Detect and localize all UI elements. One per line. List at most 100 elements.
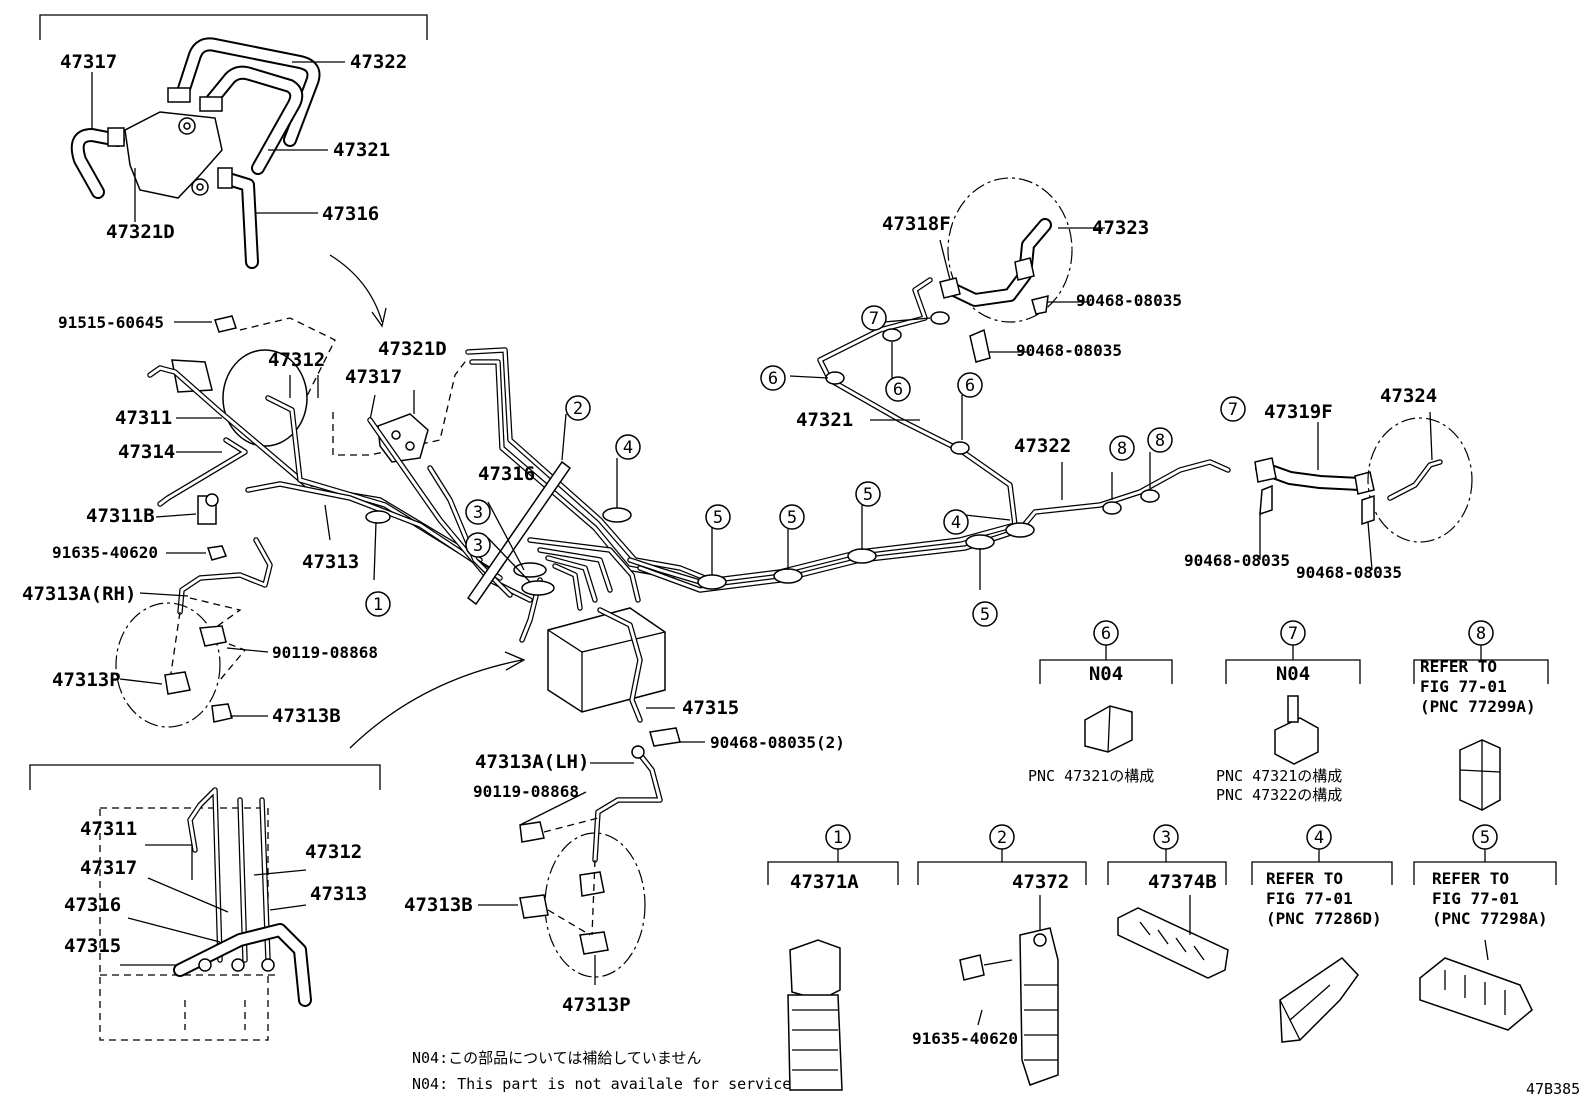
- callout-7b: 7: [1228, 400, 1238, 420]
- callout-6c: 6: [965, 376, 975, 396]
- label-90119-08868-lower: 90119-08868: [473, 782, 579, 801]
- legend-7-caption-1: PNC 47321の構成: [1216, 767, 1342, 785]
- legend-4-num: 4: [1314, 828, 1324, 848]
- legend-boxes: [767, 620, 1557, 1091]
- callout-6b: 6: [893, 380, 903, 400]
- callout-numbers: 1 2 3 3 4 4 5 5 5 5 6 6 6 7 7 8 8: [373, 309, 1238, 625]
- legend-5-line3: (PNC 77298A): [1432, 909, 1548, 928]
- legend-6-code: N04: [1089, 663, 1123, 685]
- label-47317-top: 47317: [60, 51, 117, 73]
- footer-notes: N04:この部品については補給していません N04: This part is …: [412, 1049, 1580, 1098]
- note-english: N04: This part is not availale for servi…: [412, 1075, 791, 1093]
- callout-3b: 3: [473, 536, 483, 556]
- inset-label-47313: 47313: [310, 883, 367, 905]
- legend-4-line2: FIG 77-01: [1266, 889, 1353, 908]
- label-90468-08035-a: 90468-08035: [1076, 291, 1182, 310]
- legend-3-num: 3: [1161, 828, 1171, 848]
- legend-5-num: 5: [1480, 828, 1490, 848]
- callout-3a: 3: [473, 503, 483, 523]
- label-47313B-lower: 47313B: [404, 894, 473, 916]
- label-47311B: 47311B: [86, 505, 155, 527]
- label-47311: 47311: [115, 407, 172, 429]
- callout-2: 2: [573, 399, 583, 419]
- legend-5-line2: FIG 77-01: [1432, 889, 1519, 908]
- left-group: [115, 315, 503, 728]
- label-90468-08035-d: 90468-08035: [1296, 563, 1402, 582]
- label-47312: 47312: [268, 349, 325, 371]
- callout-8b: 8: [1155, 431, 1165, 451]
- legend-8-line3: (PNC 77299A): [1420, 697, 1536, 716]
- callout-5c: 5: [863, 485, 873, 505]
- legend-7-code: N04: [1276, 663, 1310, 685]
- label-91635-40620-left: 91635-40620: [52, 543, 158, 562]
- label-47321D-top: 47321D: [106, 221, 175, 243]
- label-47313A-LH: 47313A(LH): [475, 751, 589, 773]
- callout-circles: [365, 305, 1246, 627]
- legend-1-part: 47371A: [790, 871, 859, 893]
- label-47314: 47314: [118, 441, 175, 463]
- inset-label-47311: 47311: [80, 818, 137, 840]
- label-47316-mid: 47316: [478, 463, 535, 485]
- legend-4-line3: (PNC 77286D): [1266, 909, 1382, 928]
- label-47315-mid: 47315: [682, 697, 739, 719]
- label-47318F: 47318F: [882, 213, 951, 235]
- legend-4-line1: REFER TO: [1266, 869, 1343, 888]
- legend-labels: 6 N04 PNC 47321の構成 7 N04 PNC 47321の構成 PN…: [790, 624, 1548, 1048]
- inset-label-47316: 47316: [64, 894, 121, 916]
- top-inset: [39, 14, 428, 328]
- legend-7-num: 7: [1288, 624, 1298, 644]
- center-group: [332, 347, 713, 749]
- callout-6a: 6: [768, 369, 778, 389]
- callout-5a: 5: [713, 508, 723, 528]
- figure-id: 47B385: [1526, 1080, 1580, 1098]
- legend-2-part: 47372: [1012, 871, 1069, 893]
- callout-5b: 5: [787, 508, 797, 528]
- legend-1-num: 1: [833, 828, 843, 848]
- label-47322-mid: 47322: [1014, 435, 1071, 457]
- label-47324: 47324: [1380, 385, 1437, 407]
- legend-6-num: 6: [1101, 624, 1111, 644]
- callout-5d: 5: [980, 605, 990, 625]
- label-47322-top: 47322: [350, 51, 407, 73]
- inset-label-47317: 47317: [80, 857, 137, 879]
- label-47323: 47323: [1092, 217, 1149, 239]
- label-47319F: 47319F: [1264, 401, 1333, 423]
- label-47313P-upper: 47313P: [52, 669, 121, 691]
- legend-8-line2: FIG 77-01: [1420, 677, 1507, 696]
- callout-4b: 4: [951, 513, 961, 533]
- note-japanese: N04:この部品については補給していません: [412, 1049, 701, 1067]
- legend-3-part: 47374B: [1148, 871, 1217, 893]
- part-labels: 47317 47322 47321 47316 47321D 91515-606…: [22, 51, 1437, 1016]
- legend-5-line1: REFER TO: [1432, 869, 1509, 888]
- label-47321-mid: 47321: [796, 409, 853, 431]
- label-47313P-lower: 47313P: [562, 994, 631, 1016]
- legend-7-caption-2: PNC 47322の構成: [1216, 786, 1342, 804]
- label-90468-08035-c: 90468-08035: [1184, 551, 1290, 570]
- right-group: [627, 177, 1473, 593]
- label-47317-mid: 47317: [345, 366, 402, 388]
- lower-center-group: [478, 745, 663, 985]
- callout-1: 1: [373, 595, 383, 615]
- legend-8-line1: REFER TO: [1420, 657, 1497, 676]
- label-47316-top: 47316: [322, 203, 379, 225]
- legend-6-caption: PNC 47321の構成: [1028, 767, 1154, 785]
- callout-4a: 4: [623, 438, 633, 458]
- callout-8a: 8: [1117, 439, 1127, 459]
- label-47321-top: 47321: [333, 139, 390, 161]
- label-47321D-mid: 47321D: [378, 338, 447, 360]
- legend-2-bolt: 91635-40620: [912, 1029, 1018, 1048]
- label-47313A-RH: 47313A(RH): [22, 583, 136, 605]
- label-90468-08035-2: 90468-08035(2): [710, 733, 845, 752]
- label-91515-60645: 91515-60645: [58, 313, 164, 332]
- label-47313: 47313: [302, 551, 359, 573]
- label-47313B-upper: 47313B: [272, 705, 341, 727]
- callout-7a: 7: [869, 309, 879, 329]
- inset-label-47315: 47315: [64, 935, 121, 957]
- label-90468-08035-b: 90468-08035: [1016, 341, 1122, 360]
- label-90119-08868-upper: 90119-08868: [272, 643, 378, 662]
- inset-label-47312: 47312: [305, 841, 362, 863]
- bottom-inset: [29, 764, 381, 1041]
- legend-8-num: 8: [1476, 624, 1486, 644]
- legend-2-num: 2: [997, 828, 1007, 848]
